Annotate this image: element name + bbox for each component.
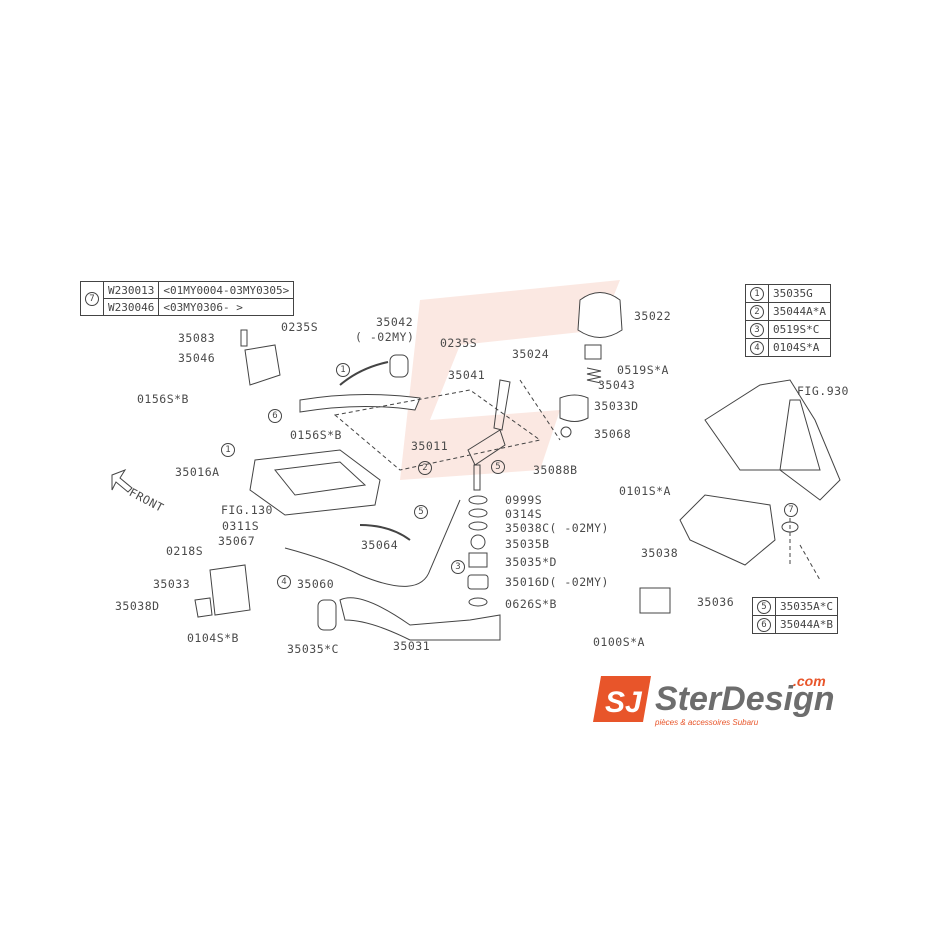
ref-callout: 1: [336, 363, 350, 377]
shift-rod: [339, 597, 501, 641]
part-label: 35043: [598, 378, 636, 392]
ref-callout: 4: [750, 341, 764, 355]
ref-callout: 1: [221, 443, 235, 457]
knob-adapter: [584, 344, 602, 360]
part-label: 35033D: [594, 399, 639, 413]
part-label: 35067: [218, 534, 256, 548]
sterdesign-logo: SJ SterDesign .com pièces & accessoires …: [593, 670, 853, 730]
model-range: <03MY0306- >: [158, 298, 295, 316]
part-label: 0101S*A: [619, 484, 671, 498]
boot-plate: [679, 494, 776, 566]
ref-callout: 2: [750, 305, 764, 319]
part-label: 0235S: [281, 320, 319, 334]
svg-text:.com: .com: [793, 673, 826, 689]
svg-text:pièces & accessoires Subaru: pièces & accessoires Subaru: [654, 718, 759, 727]
legend-table-b: 5 35035A*C 6 35044A*B: [752, 597, 838, 634]
ref-callout: 7: [85, 292, 99, 306]
boot-cap: [559, 394, 589, 422]
ref-callout: 3: [451, 560, 465, 574]
part-label: 35046: [178, 351, 216, 365]
legend-table-a: 1 35035G 2 35044A*A 3 0519S*C 4 0104S*A: [745, 284, 831, 357]
part-number: 35035G: [768, 284, 831, 303]
logo-name-art: SterDesign: [655, 680, 835, 718]
part-label: 35033: [153, 577, 191, 591]
ref-callout: 4: [277, 575, 291, 589]
part-label: 35064: [361, 538, 399, 552]
part-label: 0156S*B: [290, 428, 342, 442]
part-label: 35016A: [175, 465, 220, 479]
figure-reference[interactable]: FIG.930: [797, 384, 849, 398]
svg-text:SJ: SJ: [605, 686, 643, 719]
part-label: 35041: [448, 368, 486, 382]
nut: [560, 426, 572, 438]
part-label: 0626S*B: [505, 597, 557, 611]
watermark-logo: [400, 280, 620, 480]
ref-callout: 6: [268, 409, 282, 423]
part-label: 0999S: [505, 493, 543, 507]
ref-callout: 6: [757, 618, 771, 632]
ref-callout: 1: [750, 287, 764, 301]
spring: [586, 367, 602, 384]
shift-lever: [493, 379, 511, 431]
cable: [284, 499, 461, 587]
front-arrow: [111, 468, 133, 493]
footnote-table: 7 W230013 <01MY0004-03MY0305> W230046 <0…: [80, 281, 295, 316]
part-number: 35044A*B: [775, 615, 838, 634]
part-label: 35024: [512, 347, 550, 361]
part-label: 35060: [297, 577, 335, 591]
part-label: 35031: [393, 639, 431, 653]
part-note: ( -02MY): [355, 330, 415, 344]
part-label: 0218S: [166, 544, 204, 558]
part-label: 35035B: [505, 537, 550, 551]
part-label: 0156S*B: [137, 392, 189, 406]
part-number: 0519S*C: [768, 320, 831, 339]
part-label: 35038D: [115, 599, 160, 613]
ref-callout: 7: [784, 503, 798, 517]
console-cover: [704, 379, 841, 501]
ref-callout: 5: [414, 505, 428, 519]
ref-callout: 5: [757, 600, 771, 614]
part-number: 0104S*A: [768, 338, 831, 357]
part-number: W230046: [102, 298, 160, 316]
part-label: 35088B: [533, 463, 578, 477]
part-label: 35035*C: [287, 642, 339, 656]
ref-callout: 5: [491, 460, 505, 474]
part-number: W230013: [102, 281, 160, 299]
part-label: 35068: [594, 427, 632, 441]
base-plate: [249, 449, 381, 516]
model-range: <01MY0004-03MY0305>: [158, 281, 295, 299]
part-number: 35044A*A: [768, 302, 831, 321]
shift-knob: [577, 292, 623, 338]
part-label: 0311S: [222, 519, 260, 533]
ref-callout: 2: [418, 461, 432, 475]
part-label: 0104S*B: [187, 631, 239, 645]
part-label: 35036: [697, 595, 735, 609]
part-label: 35011: [411, 439, 449, 453]
bushing: [389, 354, 409, 378]
figure-reference[interactable]: FIG.130: [221, 503, 273, 517]
part-label: 0519S*A: [617, 363, 669, 377]
part-label: 35022: [634, 309, 672, 323]
ref-callout: 3: [750, 323, 764, 337]
part-label: 35016D( -02MY): [505, 575, 609, 589]
rod: [299, 393, 421, 413]
bracket: [244, 344, 281, 386]
part-label: 35038C( -02MY): [505, 521, 609, 535]
part-label: 35042: [376, 315, 414, 329]
part-number: 35035A*C: [775, 597, 838, 616]
part-label: 35035*D: [505, 555, 557, 569]
pin: [240, 329, 248, 347]
part-label: 0100S*A: [593, 635, 645, 649]
part-label: 0314S: [505, 507, 543, 521]
part-label: 0235S: [440, 336, 478, 350]
part-label: 35038: [641, 546, 679, 560]
logo-mark-icon: SJ SterDesign .com pièces & accessoires …: [593, 673, 835, 727]
part-label: 35083: [178, 331, 216, 345]
